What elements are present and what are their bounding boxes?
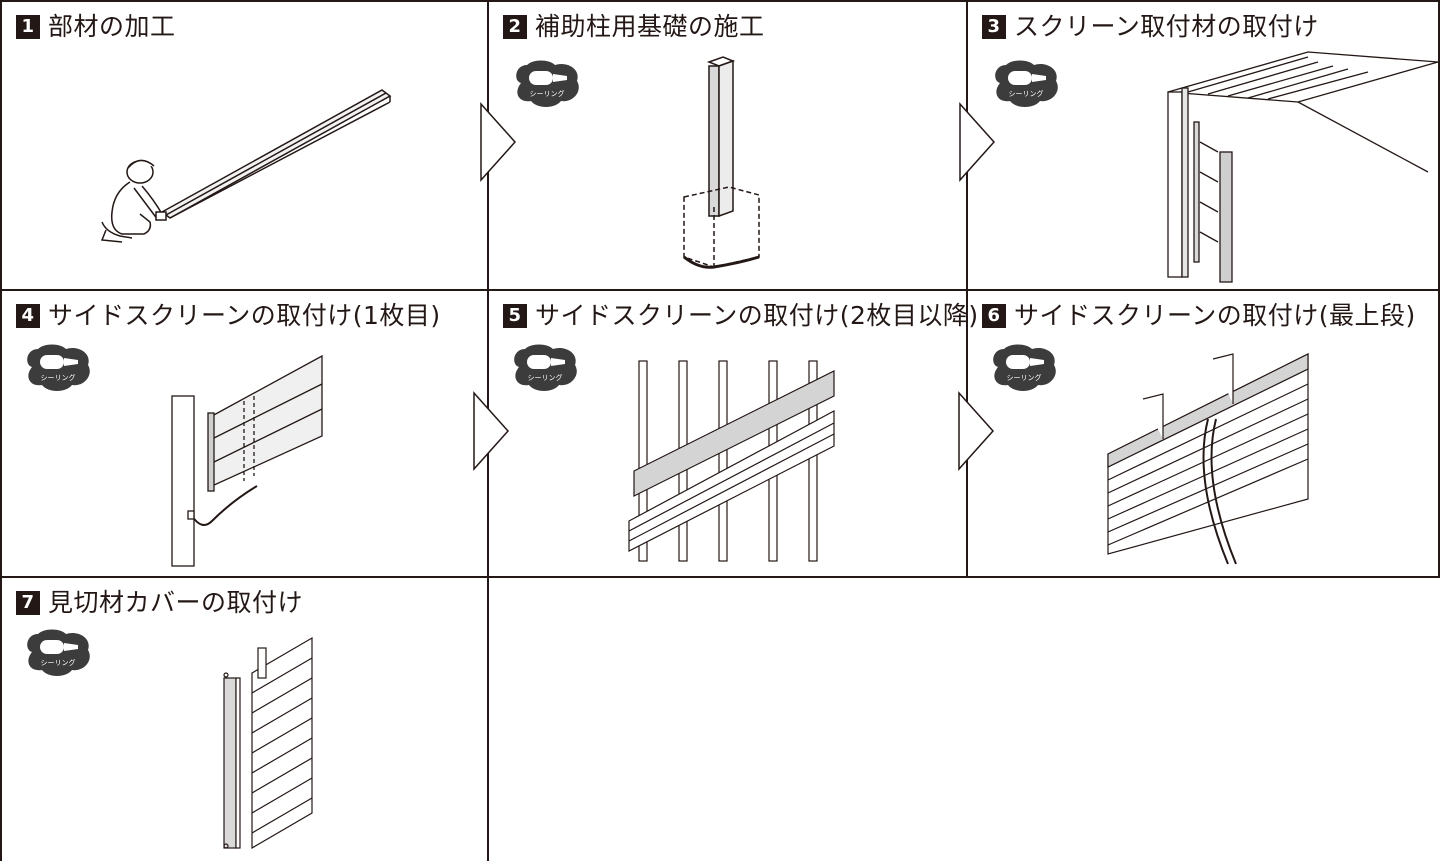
step-3-title: 3 スクリーン取付材の取付け <box>982 12 1319 42</box>
step-1-label: 部材の加工 <box>48 12 176 41</box>
step-5-next-arrow-icon <box>958 391 995 471</box>
step-3-illustration <box>1167 51 1439 283</box>
step-6-sealing-badge: シーリング <box>988 341 1060 393</box>
step-4-sealing-badge: シーリング <box>22 341 94 393</box>
step-7-title: 7 見切材カバーの取付け <box>16 588 303 618</box>
sealing-gun-icon <box>27 629 90 676</box>
step-3-cell: 3 スクリーン取付材の取付け シーリング <box>959 2 1439 289</box>
step-5-cell: 5 サイドスクリーンの取付け(2枚目以降) シーリング <box>489 291 995 576</box>
step-5-illustration <box>628 360 835 562</box>
step-6-title: 6 サイドスクリーンの取付け(最上段) <box>982 301 1416 331</box>
step-4-cell: 4 サイドスクリーンの取付け(1枚目) シーリング <box>2 291 510 576</box>
step-7-cell: 7 見切材カバーの取付け シーリング <box>2 578 487 861</box>
step-6-cell: 6 サイドスクリーンの取付け(最上段) シーリング <box>968 291 1438 576</box>
sealing-gun-icon <box>993 344 1056 391</box>
sealing-gun-icon <box>27 344 90 391</box>
step-5-sealing-badge: シーリング <box>509 341 581 393</box>
grid-line-row1 <box>0 289 1440 291</box>
step-6-label: サイドスクリーンの取付け(最上段) <box>1014 301 1416 330</box>
step-2-cell: 2 補助柱用基礎の施工 シーリング <box>480 2 966 289</box>
step-4-number: 4 <box>16 304 40 328</box>
step-5-sealing-label: シーリング <box>527 374 563 382</box>
step-2-sealing-badge: シーリング <box>511 57 583 109</box>
step-4-title: 4 サイドスクリーンの取付け(1枚目) <box>16 301 441 331</box>
step-1-number: 1 <box>16 15 40 39</box>
sealing-gun-icon <box>514 344 577 391</box>
step-2-illustration <box>683 56 760 269</box>
step-6-illustration <box>1107 353 1309 565</box>
step-7-label: 見切材カバーの取付け <box>48 588 304 617</box>
sealing-gun-icon <box>995 60 1058 107</box>
step-2-title: 2 補助柱用基礎の施工 <box>503 12 765 42</box>
step-6-number: 6 <box>982 304 1006 328</box>
step-2-sealing-label: シーリング <box>529 90 565 98</box>
step-4-sealing-label: シーリング <box>40 374 76 382</box>
step-3-sealing-badge: シーリング <box>990 57 1062 109</box>
step-5-title: 5 サイドスクリーンの取付け(2枚目以降) <box>503 301 979 331</box>
step-3-label: スクリーン取付材の取付け <box>1014 12 1319 41</box>
step-3-sealing-label: シーリング <box>1008 90 1044 98</box>
step-5-label: サイドスクリーンの取付け(2枚目以降) <box>535 301 979 330</box>
step-7-sealing-label: シーリング <box>40 659 76 667</box>
step-6-sealing-label: シーリング <box>1006 374 1042 382</box>
grid-line-left <box>0 0 2 861</box>
step-1-illustration <box>100 89 392 243</box>
step-3-number: 3 <box>982 15 1006 39</box>
grid-line-col2 <box>966 0 968 578</box>
step-3-next-arrow-icon <box>959 102 996 182</box>
step-2-next-arrow-icon <box>480 102 517 182</box>
step-2-label: 補助柱用基礎の施工 <box>535 12 765 41</box>
step-5-number: 5 <box>503 304 527 328</box>
step-2-number: 2 <box>503 15 527 39</box>
step-1-title: 1 部材の加工 <box>16 12 176 42</box>
step-7-sealing-badge: シーリング <box>22 626 94 678</box>
step-4-illustration <box>171 354 323 567</box>
step-4-next-arrow-icon <box>473 391 510 471</box>
step-7-number: 7 <box>16 591 40 615</box>
step-7-illustration <box>223 636 313 850</box>
grid-line-row2 <box>0 576 1440 578</box>
step-1-cell: 1 部材の加工 <box>2 2 487 289</box>
sealing-gun-icon <box>516 60 579 107</box>
grid-line-top <box>0 0 1440 2</box>
step-4-label: サイドスクリーンの取付け(1枚目) <box>48 301 441 330</box>
